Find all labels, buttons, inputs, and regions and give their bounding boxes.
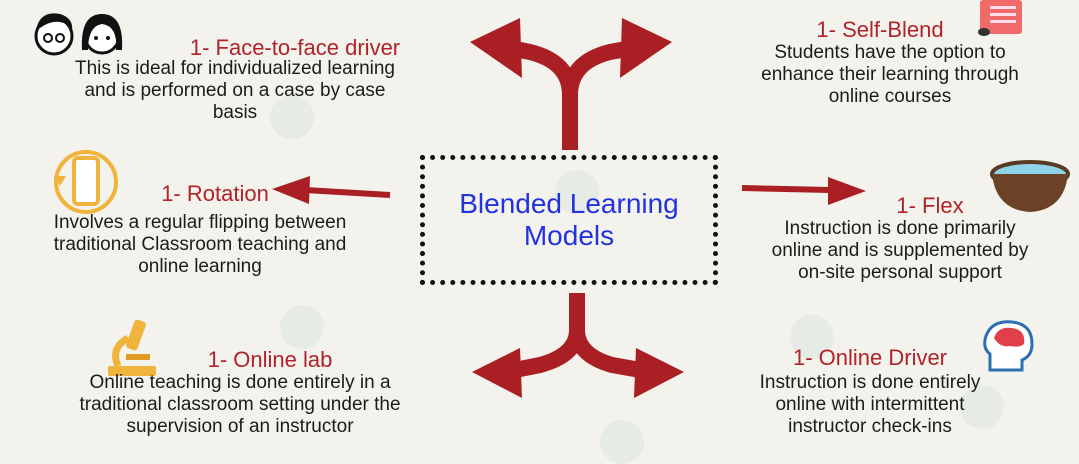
model-title: 1- Flex bbox=[896, 193, 964, 218]
checklist-icon bbox=[978, 0, 1022, 36]
model-flex: 1- Flex Instruction is done primarily on… bbox=[725, 194, 1075, 284]
bowl-icon bbox=[990, 160, 1070, 212]
watermark-leaf bbox=[270, 95, 314, 139]
model-online-driver: 1- Online Driver Instruction is done ent… bbox=[700, 346, 1040, 438]
model-description-line: online courses bbox=[828, 86, 952, 107]
watermark-leaf bbox=[790, 315, 834, 359]
model-description-line: and is performed on a case by case bbox=[84, 80, 386, 101]
two-faces-icon bbox=[34, 13, 123, 56]
rotating-phone-icon bbox=[54, 150, 118, 214]
right-arrow-flex bbox=[741, 177, 866, 205]
model-description-line: enhance their learning through bbox=[761, 64, 1019, 85]
model-description-line: traditional classroom setting under the bbox=[79, 394, 401, 415]
model-description-line: online with intermittent bbox=[775, 394, 965, 415]
model-rotation: 1- Rotation Involves a regular flipping … bbox=[0, 182, 400, 278]
head-brain-icon bbox=[983, 320, 1034, 372]
model-description-line: instructor check-ins bbox=[788, 416, 952, 437]
center-box: Blended Learning Models bbox=[420, 155, 718, 285]
bottom-fork-arrow bbox=[472, 293, 684, 398]
watermark-leaf bbox=[600, 420, 644, 464]
model-title: 1- Rotation bbox=[161, 181, 269, 206]
model-description-line: online learning bbox=[138, 256, 262, 277]
watermark-leaf bbox=[280, 305, 324, 349]
model-face-to-face: 1- Face-to-face driver This is ideal for… bbox=[0, 36, 470, 124]
model-description-line: supervision of an instructor bbox=[126, 416, 354, 437]
model-description-line: online and is supplemented by bbox=[771, 240, 1029, 261]
model-title: 1- Online lab bbox=[207, 347, 333, 372]
left-arrow-rotation bbox=[272, 176, 391, 204]
model-description-line: Instruction is done entirely bbox=[759, 372, 981, 393]
model-description-line: Involves a regular flipping between bbox=[53, 212, 347, 233]
center-title-line2: Models bbox=[523, 220, 615, 251]
model-title: 1- Face-to-face driver bbox=[189, 35, 401, 60]
top-fork-arrow bbox=[470, 18, 672, 150]
model-description-line: traditional Classroom teaching and bbox=[53, 234, 347, 255]
watermark-leaf bbox=[555, 170, 599, 214]
model-description-line: Students have the option to bbox=[774, 42, 1006, 63]
watermark-leaf bbox=[960, 385, 1004, 429]
model-online-lab: 1- Online lab Online teaching is done en… bbox=[10, 348, 470, 438]
model-description-line: on-site personal support bbox=[798, 262, 1002, 283]
model-description-line: Online teaching is done entirely in a bbox=[89, 372, 391, 393]
model-self-blend: 1- Self-Blend Students have the option t… bbox=[700, 18, 1079, 108]
microscope-icon bbox=[108, 319, 156, 376]
model-description-line: This is ideal for individualized learnin… bbox=[74, 58, 395, 79]
model-description-line: Instruction is done primarily bbox=[784, 218, 1016, 239]
model-title: 1- Online Driver bbox=[792, 345, 948, 370]
center-title-line1: Blended Learning bbox=[459, 188, 679, 219]
model-title: 1- Self-Blend bbox=[816, 17, 944, 42]
model-description-line: basis bbox=[212, 102, 258, 123]
